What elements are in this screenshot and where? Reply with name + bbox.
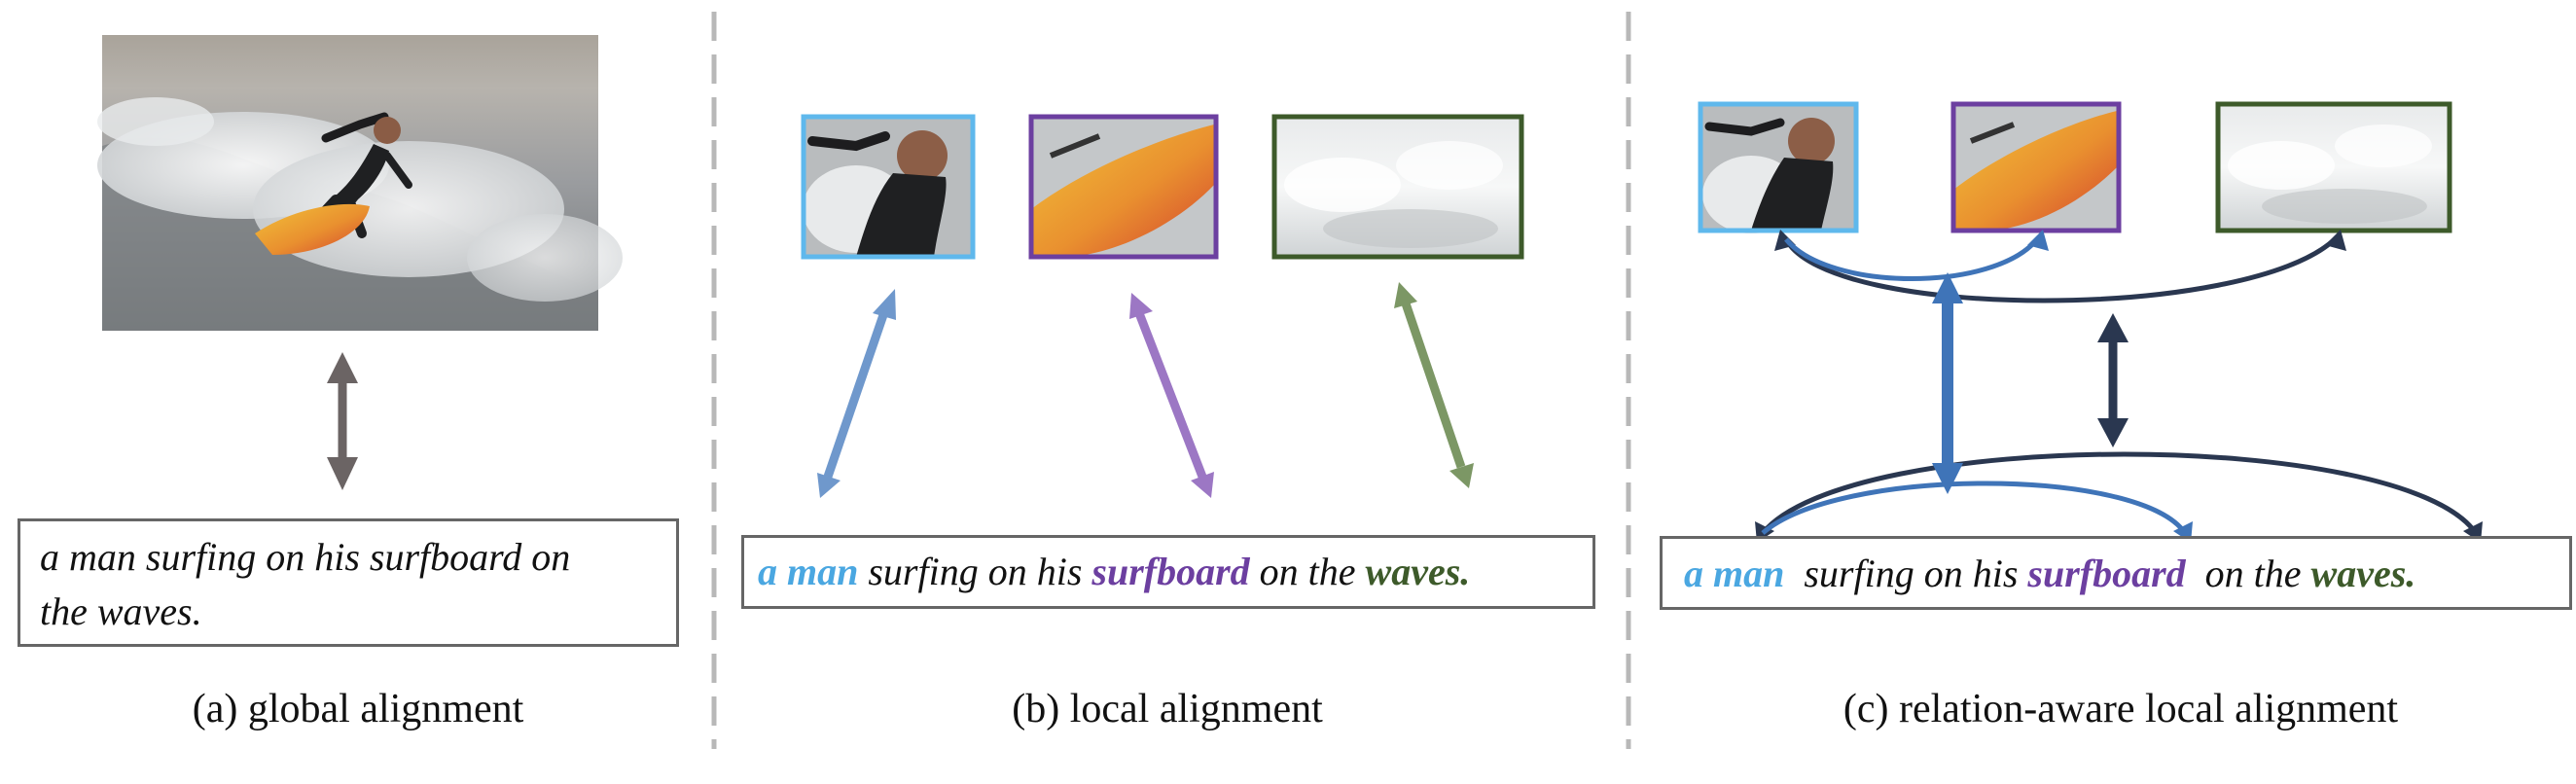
word-a-man: a man <box>1684 552 1785 595</box>
word-surfboard: surfboard <box>1091 550 1250 593</box>
global-alignment-arrow <box>327 352 358 490</box>
word-waves: waves. <box>2310 552 2416 595</box>
surfboard-crop-c <box>1950 101 2122 233</box>
relation-alignment-arrow-dark <box>2097 313 2129 447</box>
subfigure-label-a: (a) global alignment <box>192 687 524 731</box>
word-surfboard: surfboard <box>2027 552 2186 595</box>
caption-box-global: a man surfing on his surfboard on the wa… <box>18 518 679 647</box>
text-relation-arcs <box>1755 451 2483 543</box>
surfboard-alignment-arrow <box>1129 293 1214 498</box>
caption-line-2: the waves. <box>40 589 202 633</box>
surfboard-crop-b <box>1028 114 1219 260</box>
waves-crop-b <box>1271 114 1524 260</box>
caption-line-1: a man surfing on his surfboard on <box>40 535 571 579</box>
man-crop-c <box>1698 101 1859 233</box>
caption-text-segment: on the <box>1249 550 1366 593</box>
caption-box-local: a man surfing on his surfboard on the wa… <box>741 535 1595 609</box>
man-alignment-arrow <box>817 289 896 498</box>
subfigure-label-b: (b) local alignment <box>1012 687 1323 731</box>
relation-alignment-arrow-blue <box>1932 272 1963 494</box>
caption-text-segment: surfing on his <box>858 550 1092 593</box>
image-relation-arcs <box>1774 230 2346 303</box>
word-waves: waves. <box>1365 550 1471 593</box>
man-crop-b <box>801 114 976 260</box>
subfigure-label-c: (c) relation-aware local alignment <box>1843 687 2399 731</box>
surfer-photo <box>97 35 623 331</box>
caption-text-segment: surfing on his <box>1784 552 2028 595</box>
word-a-man: a man <box>758 550 859 593</box>
waves-alignment-arrow <box>1394 282 1474 488</box>
waves-crop-c <box>2215 101 2452 233</box>
caption-box-relation: a man surfing on his surfboard on the wa… <box>1660 536 2572 610</box>
caption-text-segment: on the <box>2185 552 2311 595</box>
